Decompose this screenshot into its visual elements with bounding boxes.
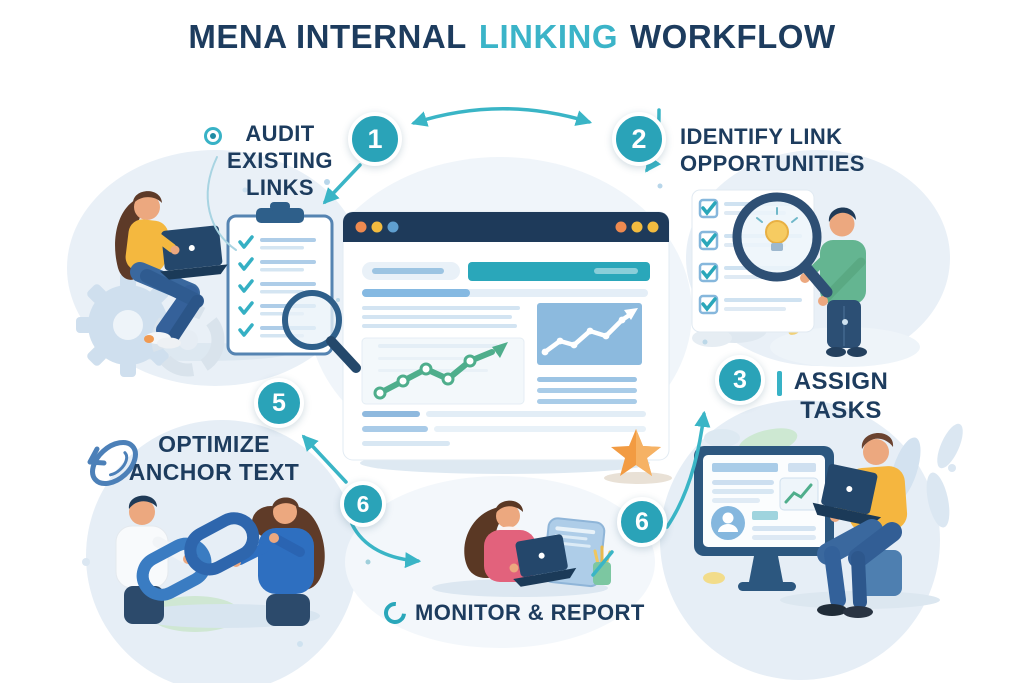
step-badge-3: 3	[715, 355, 765, 405]
laptop-icon	[160, 225, 228, 280]
page-title: MENA INTERNAL LINKING WORKFLOW	[0, 18, 1024, 56]
person-assign	[694, 432, 908, 618]
window-dots-left	[355, 221, 399, 233]
step-badge-6-right: 6	[617, 497, 667, 547]
flow-arrows	[206, 107, 711, 577]
person-monitor	[464, 500, 612, 588]
person-identify	[691, 189, 867, 357]
laptop-icon	[812, 464, 882, 527]
title-suffix: WORKFLOW	[630, 18, 836, 55]
step-badge-1: 1	[348, 112, 402, 166]
magnifier-icon	[282, 290, 361, 373]
person-audit	[115, 191, 228, 349]
window-dots-right	[615, 221, 659, 233]
step-label-optimize: OPTIMIZE ANCHOR TEXT	[128, 431, 300, 486]
step-badge-2: 2	[612, 112, 666, 166]
trend-chart-green	[361, 337, 525, 405]
title-highlight: LINKING	[478, 18, 618, 55]
step-label-audit: AUDIT EXISTING LINKS	[227, 121, 333, 200]
step-badge-6-left: 6	[340, 481, 386, 527]
chain-link-icon	[136, 512, 260, 601]
target-icon	[204, 127, 222, 145]
loop-arrow-icon	[87, 439, 138, 487]
magnifier-bulb-icon	[732, 192, 833, 298]
star-icon	[604, 429, 672, 484]
tick-bar-icon	[777, 371, 782, 396]
step-label-identify: IDENTIFY LINK OPPORTUNITIES	[680, 124, 865, 176]
step-label-assign: ASSIGN TASKS	[793, 368, 889, 425]
dashboard-monitor	[694, 446, 834, 591]
trend-chart-blue	[537, 303, 642, 365]
teal-header-bar	[468, 262, 650, 281]
step-badge-5: 5	[254, 378, 304, 428]
decorative-dots	[82, 179, 956, 647]
step-label-monitor: MONITOR & REPORT	[415, 600, 645, 625]
person-optimize-pair	[115, 495, 325, 626]
browser-window	[342, 211, 670, 474]
laptop-icon	[513, 534, 577, 587]
title-prefix: MENA INTERNAL	[188, 18, 467, 55]
